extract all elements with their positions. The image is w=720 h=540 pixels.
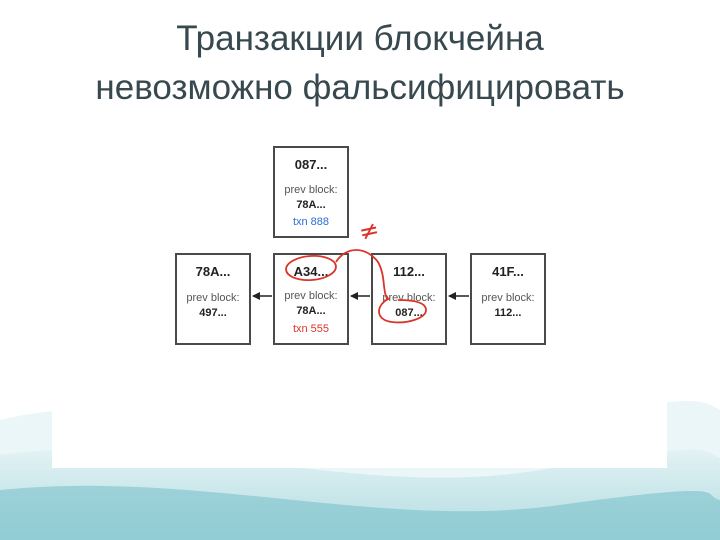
block-087: 087... prev block: 78A... txn 888 [273,146,349,238]
prev-block-label: prev block: [284,290,338,302]
title-line-2: невозможно фальсифицировать [95,68,625,107]
prev-block-hash: 78A... [296,305,326,317]
block-41f: 41F... prev block: 112... [470,253,546,345]
block-112: 112... prev block: 087... [371,253,447,345]
slide-title: Транзакции блокчейна невозможно фальсифи… [20,14,700,112]
block-hash: 41F... [492,264,524,279]
block-a34: A34... prev block: 78A... txn 555 [273,253,349,345]
prev-block-hash: 087... [395,307,423,319]
prev-block-label: prev block: [186,292,240,304]
prev-block-hash: 78A... [296,199,326,211]
block-78a: 78A... prev block: 497... [175,253,251,345]
block-hash: 087... [294,157,328,172]
block-hash: A34... [293,264,329,279]
transaction-label: txn 555 [292,323,330,335]
prev-block-label: prev block: [481,292,535,304]
prev-block-hash: 112... [494,307,522,319]
prev-block-label: prev block: [382,292,436,304]
title-line-1: Транзакции блокчейна [176,19,544,58]
block-hash: 78A... [195,264,231,279]
block-hash: 112... [393,264,425,279]
prev-block-label: prev block: [284,184,338,196]
prev-block-hash: 497... [199,307,227,319]
diagram-panel [52,128,667,468]
transaction-label: txn 888 [292,216,330,228]
